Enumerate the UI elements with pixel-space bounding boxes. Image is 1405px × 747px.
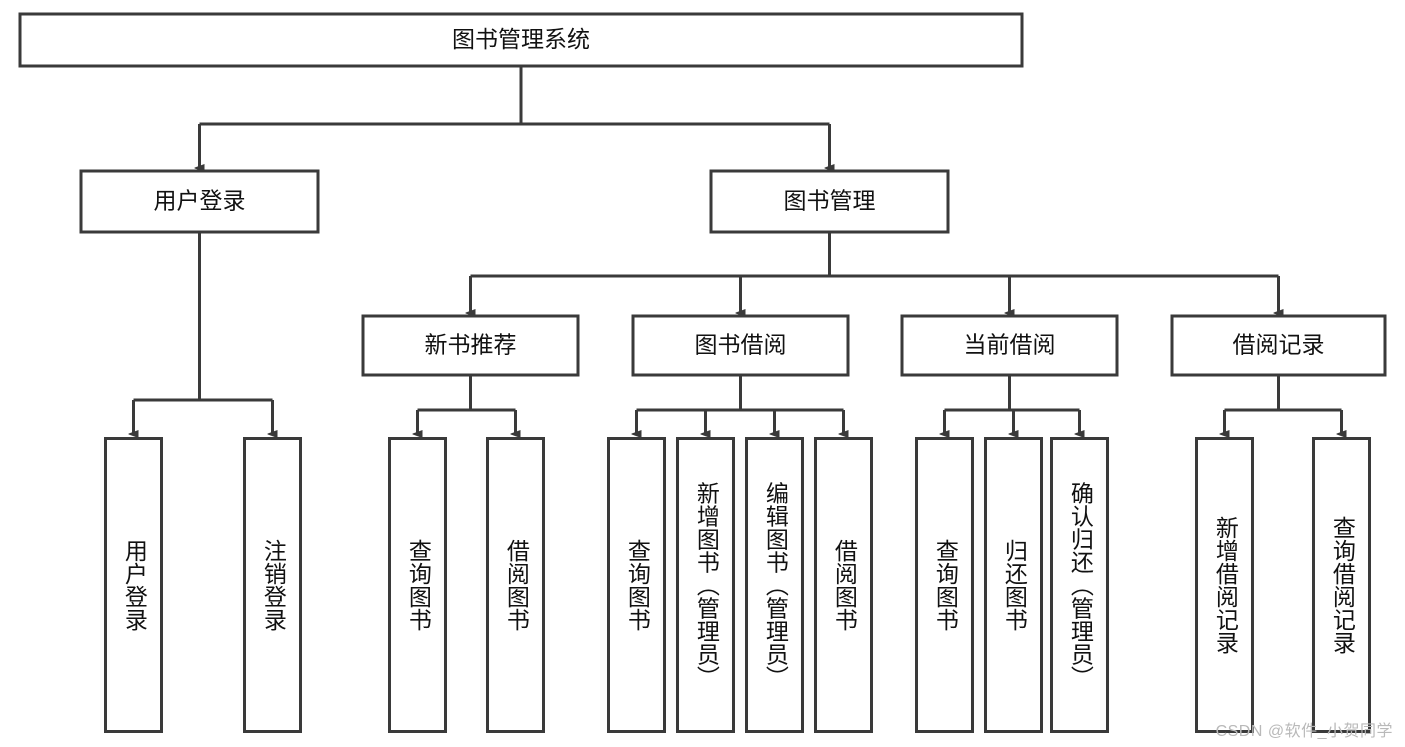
- node-box: [900, 314, 1119, 377]
- edge-layer: [134, 66, 1342, 434]
- node-label: 查询借阅记录: [1329, 516, 1356, 654]
- node-root[interactable]: 图书管理系统: [18, 12, 1024, 68]
- node-label: 新增借阅记录: [1212, 516, 1239, 654]
- node-label: 新书推荐: [425, 332, 517, 358]
- node-label: 编辑图书（管理员）: [762, 481, 789, 689]
- node-leaf-rec-add-record[interactable]: 新增借阅记录: [1195, 437, 1254, 733]
- node-leaf-rec-query-book[interactable]: 查询图书: [388, 437, 447, 733]
- node-box: [18, 12, 1024, 68]
- node-label: 当前借阅: [964, 332, 1056, 358]
- node-user-login[interactable]: 用户登录: [79, 169, 320, 234]
- node-leaf-cur-return-book[interactable]: 归还图书: [984, 437, 1043, 733]
- watermark-text: CSDN @软件_小贺同学: [1215, 723, 1393, 740]
- node-label: 确认归还（管理员）: [1067, 481, 1094, 689]
- node-leaf-user-logout[interactable]: 注销登录: [243, 437, 302, 733]
- node-box: [631, 314, 850, 377]
- node-label: 查询图书: [405, 539, 432, 631]
- node-label: 新增图书（管理员）: [693, 481, 720, 689]
- node-label: 借阅记录: [1233, 332, 1325, 358]
- node-label: 查询图书: [932, 539, 959, 631]
- node-leaf-borrow-borrow-book[interactable]: 借阅图书: [814, 437, 873, 733]
- node-box: [709, 169, 950, 234]
- node-box: [361, 314, 580, 377]
- node-label: 图书管理: [784, 188, 876, 214]
- node-label: 归还图书: [1001, 539, 1028, 631]
- node-leaf-cur-confirm-return[interactable]: 确认归还（管理员）: [1050, 437, 1109, 733]
- node-current-borrow[interactable]: 当前借阅: [900, 314, 1119, 377]
- node-label: 图书借阅: [695, 332, 787, 358]
- node-book-borrow[interactable]: 图书借阅: [631, 314, 850, 377]
- node-label: 借阅图书: [503, 539, 530, 631]
- node-label: 注销登录: [260, 539, 287, 631]
- node-leaf-rec-borrow-book[interactable]: 借阅图书: [486, 437, 545, 733]
- node-book-manage[interactable]: 图书管理: [709, 169, 950, 234]
- node-leaf-cur-query-book[interactable]: 查询图书: [915, 437, 974, 733]
- node-label: 用户登录: [121, 539, 148, 631]
- node-box: [1170, 314, 1387, 377]
- node-label: 用户登录: [154, 188, 246, 214]
- node-leaf-borrow-query-book[interactable]: 查询图书: [607, 437, 666, 733]
- node-leaf-rec-query-record[interactable]: 查询借阅记录: [1312, 437, 1371, 733]
- node-leaf-borrow-add-book[interactable]: 新增图书（管理员）: [676, 437, 735, 733]
- node-box: [79, 169, 320, 234]
- node-borrow-record[interactable]: 借阅记录: [1170, 314, 1387, 377]
- node-label: 查询图书: [624, 539, 651, 631]
- node-leaf-borrow-edit-book[interactable]: 编辑图书（管理员）: [745, 437, 804, 733]
- node-leaf-user-login[interactable]: 用户登录: [104, 437, 163, 733]
- node-label: 图书管理系统: [452, 26, 590, 52]
- node-label: 借阅图书: [831, 539, 858, 631]
- node-new-book-rec[interactable]: 新书推荐: [361, 314, 580, 377]
